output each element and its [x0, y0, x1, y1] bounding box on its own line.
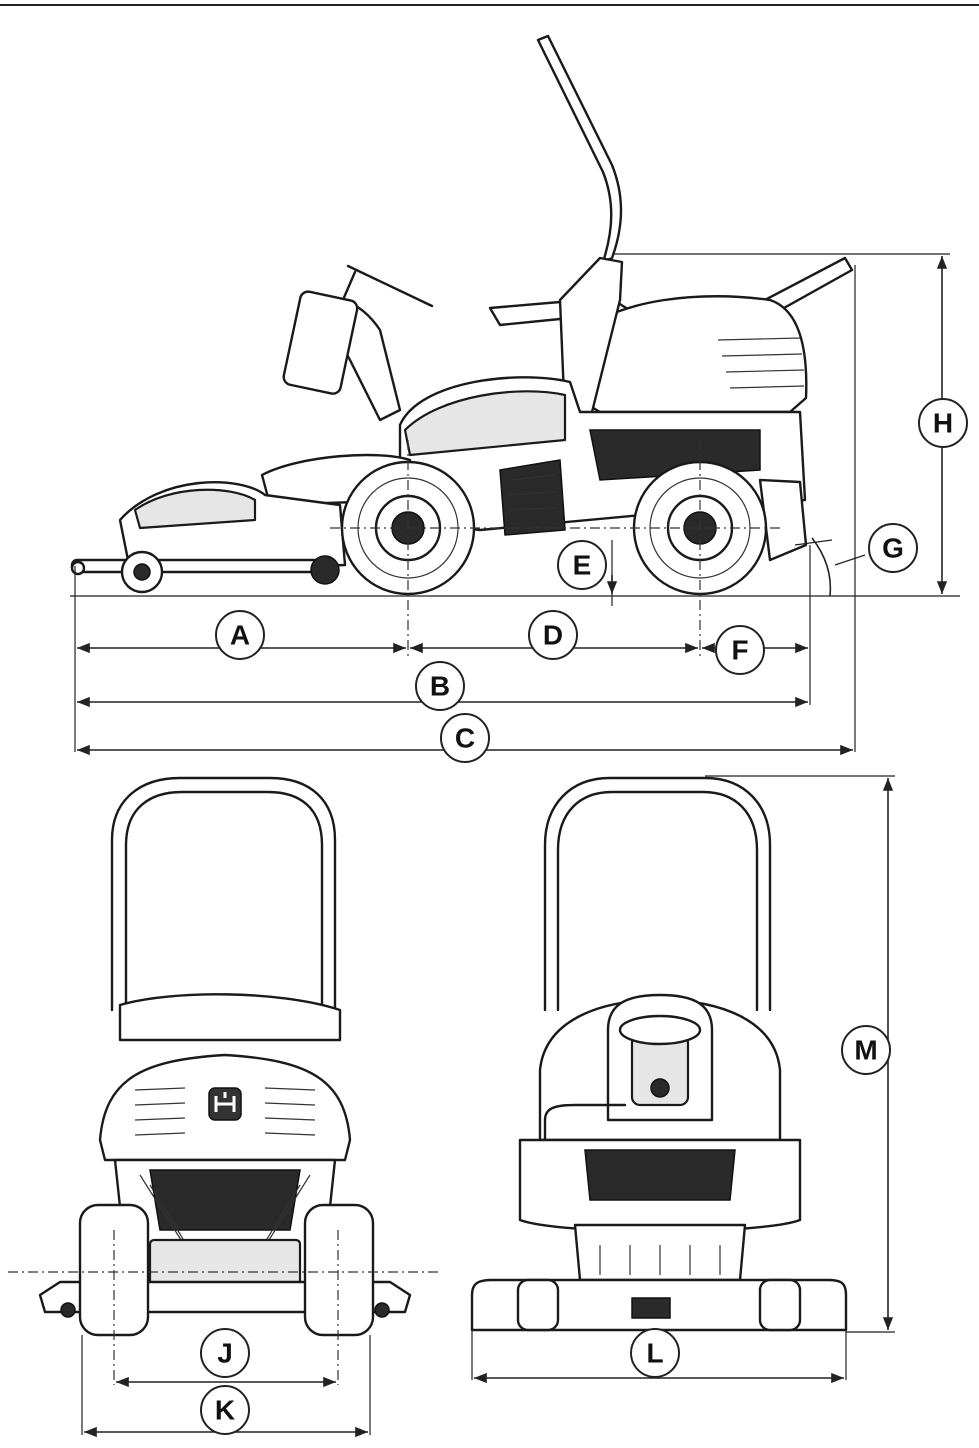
rear-view — [470, 775, 895, 1384]
svg-text:D: D — [543, 620, 563, 651]
svg-text:G: G — [882, 533, 904, 564]
callout-c: C — [440, 713, 490, 763]
svg-text:H: H — [933, 408, 953, 439]
callout-f: F — [715, 625, 765, 675]
front-view — [8, 776, 438, 1438]
callout-b: B — [415, 661, 465, 711]
callout-d: D — [528, 610, 578, 660]
side-view — [70, 34, 960, 660]
callout-h: H — [918, 398, 968, 448]
callout-l: L — [630, 1328, 680, 1378]
callout-m: M — [841, 1025, 891, 1075]
callout-a: A — [215, 610, 265, 660]
svg-text:A: A — [230, 620, 250, 651]
husqvarna-logo-icon — [208, 1087, 242, 1121]
callout-j: J — [200, 1328, 250, 1378]
svg-text:F: F — [731, 635, 748, 666]
svg-text:K: K — [215, 1395, 235, 1426]
svg-text:L: L — [646, 1338, 663, 1369]
callout-k: K — [200, 1385, 250, 1435]
svg-text:E: E — [573, 550, 592, 581]
svg-text:C: C — [455, 723, 475, 754]
svg-text:J: J — [217, 1338, 233, 1369]
svg-text:B: B — [430, 671, 450, 702]
callout-g: G — [868, 523, 918, 573]
callout-e: E — [557, 540, 607, 590]
svg-text:M: M — [854, 1035, 877, 1066]
